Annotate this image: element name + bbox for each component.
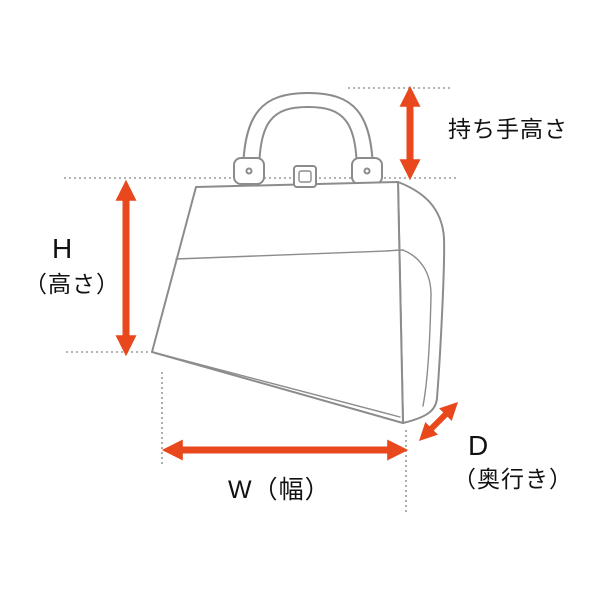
dimension-arrows xyxy=(115,85,459,461)
depth-letter-label: D xyxy=(468,430,490,461)
bag-flap-edge xyxy=(175,249,404,260)
height-letter-label: H xyxy=(52,233,74,264)
bag-side-panel xyxy=(397,181,446,424)
bag-bottom-piping xyxy=(159,353,401,418)
bag-flap-side-edge xyxy=(402,249,432,296)
bag-clasp xyxy=(293,165,317,188)
depth-arrow xyxy=(418,401,459,442)
bag-front-panel xyxy=(151,181,404,424)
depth-sub-label: （奥行き） xyxy=(453,466,573,492)
handle-height-label: 持ち手高さ xyxy=(448,116,568,142)
bag-handle-rivet-left xyxy=(245,167,253,175)
bag-clasp-detail xyxy=(298,170,312,183)
bag-side-contour xyxy=(422,294,432,407)
width-label: W（幅） xyxy=(228,476,331,504)
height-sub-label: （高さ） xyxy=(24,271,120,297)
bag-handle-rivet-right xyxy=(363,167,371,175)
handbag-illustration xyxy=(151,92,446,424)
